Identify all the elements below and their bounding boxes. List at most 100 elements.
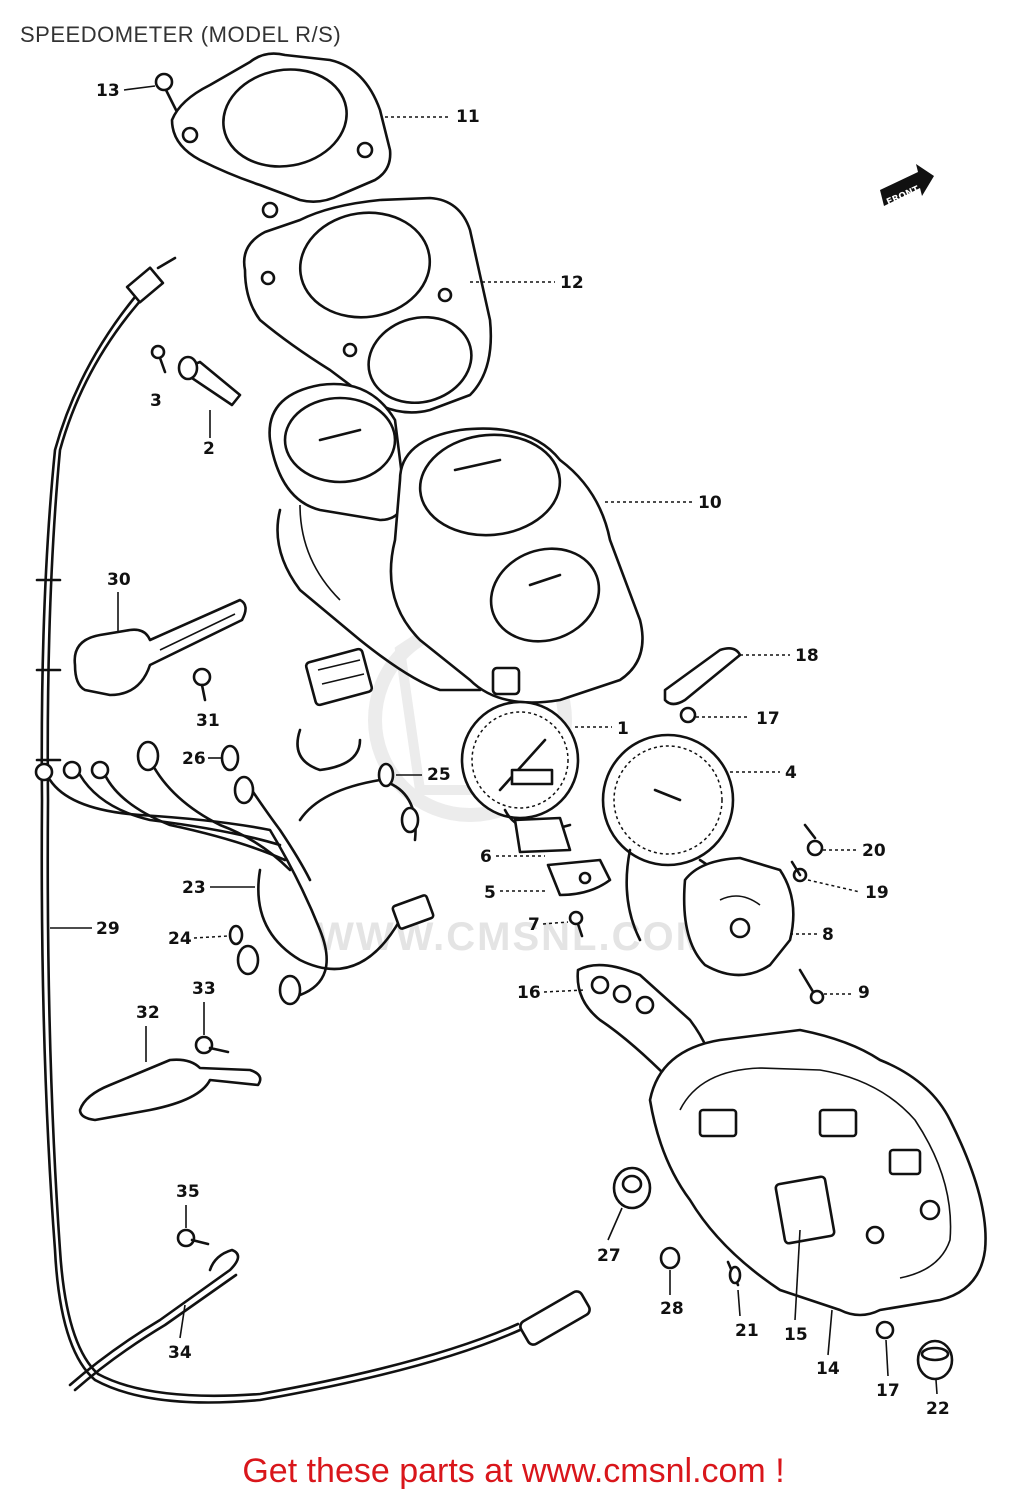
part-33-screw	[194, 1035, 230, 1055]
callout-7: 7	[528, 915, 569, 935]
part-35-screw	[176, 1228, 210, 1248]
callout-6: 6	[480, 847, 545, 867]
svg-text:15: 15	[784, 1325, 808, 1345]
svg-text:30: 30	[107, 570, 131, 590]
svg-text:25: 25	[427, 765, 451, 785]
callout-25: 25	[396, 765, 451, 785]
watermark-url: WWW.CMSNL.COM	[316, 915, 711, 959]
svg-text:32: 32	[136, 1003, 160, 1023]
svg-text:35: 35	[176, 1182, 200, 1202]
part-5-bracket	[546, 858, 612, 897]
callout-27: 27	[597, 1207, 623, 1266]
svg-text:26: 26	[182, 749, 206, 769]
part-19-screw	[790, 860, 808, 883]
callout-1: 1	[575, 719, 629, 739]
svg-text:31: 31	[196, 711, 220, 731]
callout-11: 11	[385, 107, 480, 127]
callout-32: 32	[136, 1003, 160, 1062]
svg-text:1: 1	[617, 719, 629, 739]
callout-17a: 17	[696, 709, 780, 729]
svg-text:29: 29	[96, 919, 120, 939]
svg-text:7: 7	[528, 915, 540, 935]
callout-20: 20	[823, 841, 886, 861]
callout-9: 9	[824, 983, 870, 1003]
part-24-bulb	[228, 924, 244, 946]
svg-text:10: 10	[698, 493, 722, 513]
callout-22: 22	[926, 1379, 950, 1419]
callout-14: 14	[816, 1309, 840, 1379]
part-7-screw	[568, 910, 584, 938]
svg-text:18: 18	[795, 646, 819, 666]
diagram-title: SPEEDOMETER (MODEL R/S)	[20, 22, 342, 47]
part-27-grommet	[612, 1166, 652, 1210]
svg-text:21: 21	[735, 1321, 759, 1341]
callout-10: 10	[605, 493, 722, 513]
part-8-meter-case	[682, 856, 795, 977]
callout-13: 13	[96, 81, 156, 101]
svg-text:24: 24	[168, 929, 192, 949]
svg-text:19: 19	[865, 883, 889, 903]
callout-23: 23	[182, 878, 255, 898]
part-32-stay	[78, 1058, 262, 1122]
part-25-bulb	[377, 762, 420, 834]
part-14-lower-case	[648, 1028, 987, 1317]
part-23-wiring-harness	[34, 647, 435, 1006]
part-12-panel-gasket	[242, 196, 493, 414]
svg-text:2: 2	[203, 439, 215, 459]
callout-33: 33	[192, 979, 216, 1035]
svg-text:16: 16	[517, 983, 541, 1003]
callout-12: 12	[470, 273, 584, 293]
callout-21: 21	[735, 1289, 759, 1341]
part-2-cable-adapter	[177, 355, 242, 407]
callout-24: 24	[168, 929, 229, 949]
callout-4: 4	[730, 763, 797, 783]
svg-text:17: 17	[876, 1381, 900, 1401]
part-17-screw-a	[679, 706, 697, 724]
callout-16: 16	[517, 983, 586, 1003]
callout-8: 8	[790, 925, 834, 945]
callout-34: 34	[168, 1304, 192, 1363]
svg-text:20: 20	[862, 841, 886, 861]
callout-29: 29	[50, 919, 120, 939]
part-31-screw	[192, 667, 212, 702]
svg-text:23: 23	[182, 878, 206, 898]
footer-link-text[interactable]: Get these parts at www.cmsnl.com !	[242, 1452, 785, 1490]
part-17-screw-b	[875, 1320, 895, 1340]
part-18-bracket	[663, 647, 742, 706]
part-26-bulb	[220, 744, 240, 772]
part-11-meter-cover	[170, 52, 392, 219]
svg-text:11: 11	[456, 107, 480, 127]
part-30-bracket	[73, 598, 247, 697]
callout-26: 26	[182, 749, 222, 769]
svg-text:3: 3	[150, 391, 162, 411]
callout-19: 19	[807, 879, 889, 903]
front-arrow-icon: FRONT	[880, 164, 934, 208]
part-9-screw	[798, 968, 825, 1005]
callout-28: 28	[660, 1270, 684, 1319]
svg-text:17: 17	[756, 709, 780, 729]
part-28-grommet	[659, 1246, 681, 1270]
callout-30: 30	[107, 570, 131, 632]
callout-5: 5	[484, 883, 548, 903]
part-3-screw	[150, 344, 167, 374]
callout-35: 35	[176, 1182, 200, 1228]
part-20-screw	[803, 823, 824, 857]
part-21-screw	[726, 1260, 742, 1287]
callout-31: 31	[196, 711, 220, 731]
svg-text:6: 6	[480, 847, 492, 867]
svg-text:5: 5	[484, 883, 496, 903]
svg-text:28: 28	[660, 1299, 684, 1319]
part-29-speedometer-cable	[35, 256, 591, 1404]
part-1-speedometer	[460, 700, 580, 832]
callout-17b: 17	[876, 1339, 900, 1401]
svg-text:12: 12	[560, 273, 584, 293]
svg-text:34: 34	[168, 1343, 192, 1363]
svg-text:8: 8	[822, 925, 834, 945]
svg-text:33: 33	[192, 979, 216, 999]
svg-text:4: 4	[785, 763, 797, 783]
svg-text:22: 22	[926, 1399, 950, 1419]
part-13-screw	[154, 72, 178, 112]
callout-2: 2	[203, 410, 215, 459]
svg-text:27: 27	[597, 1246, 621, 1266]
